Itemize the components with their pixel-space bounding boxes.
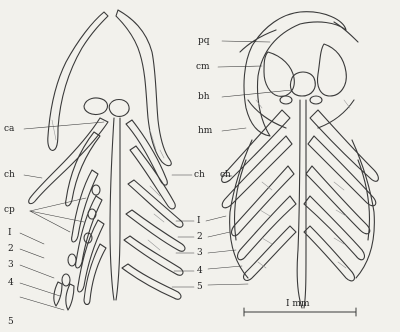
right-inner-right bbox=[318, 44, 347, 96]
label-arch-2: 2 bbox=[197, 233, 203, 242]
right-hyoid-r bbox=[310, 96, 322, 104]
right-arch-r1 bbox=[310, 110, 378, 181]
scale-bar bbox=[244, 308, 356, 316]
right-specimen bbox=[206, 12, 378, 308]
scale-bar-label: I mm bbox=[286, 300, 309, 309]
label-ca: ca bbox=[4, 125, 14, 134]
label-ch-mid: ch bbox=[194, 171, 205, 180]
label-arch-5-left: 5 bbox=[8, 318, 14, 327]
left-arch-d bbox=[78, 220, 104, 292]
right-arch-l5 bbox=[244, 226, 296, 280]
left-arch-r2 bbox=[130, 146, 175, 209]
label-arch-4-left: 4 bbox=[8, 279, 14, 288]
right-arch-r2 bbox=[308, 136, 376, 206]
left-ceratohyal bbox=[29, 118, 108, 204]
left-piece-4 bbox=[68, 254, 76, 266]
left-arch-b bbox=[72, 170, 98, 242]
label-arch-1-left: I bbox=[8, 229, 12, 238]
label-arch-3: 3 bbox=[197, 249, 203, 258]
label-arch-1: I bbox=[197, 217, 201, 226]
label-cp: cp bbox=[4, 206, 15, 215]
left-hypohyal bbox=[84, 98, 107, 115]
label-arch-5: 5 bbox=[197, 283, 203, 292]
label-hm: hm bbox=[198, 127, 212, 136]
label-ch-left: ch bbox=[4, 171, 15, 180]
right-inner-left bbox=[264, 52, 294, 96]
left-fragment-1 bbox=[54, 282, 62, 306]
right-stipple bbox=[256, 100, 350, 268]
label-ch-right: ch bbox=[220, 171, 231, 180]
left-arch-r5 bbox=[124, 236, 183, 275]
right-label-leaders bbox=[206, 41, 292, 285]
label-cm: cm bbox=[196, 63, 210, 72]
left-copula bbox=[110, 118, 120, 300]
label-arch-4: 4 bbox=[197, 267, 203, 276]
label-arch-2-left: 2 bbox=[8, 245, 14, 254]
left-arch-r6 bbox=[122, 264, 181, 299]
right-arch-l1 bbox=[222, 110, 290, 182]
right-arch-r4 bbox=[304, 196, 364, 260]
label-arch-3-left: 3 bbox=[8, 261, 14, 270]
left-piece-5 bbox=[62, 274, 70, 286]
right-hyoid-l bbox=[280, 96, 292, 104]
left-cornu-right bbox=[116, 10, 171, 166]
right-lateral-right bbox=[352, 140, 374, 278]
label-pq: pq bbox=[198, 37, 210, 46]
left-specimen bbox=[20, 10, 185, 310]
left-arch-e bbox=[84, 244, 106, 305]
left-piece-1 bbox=[92, 185, 100, 195]
left-piece-2 bbox=[88, 209, 96, 219]
left-fragment-2 bbox=[66, 284, 74, 310]
label-bh: bh bbox=[198, 93, 210, 102]
left-arch-c bbox=[76, 196, 102, 268]
left-cornu-left bbox=[48, 12, 108, 150]
left-basihyal bbox=[109, 100, 129, 117]
